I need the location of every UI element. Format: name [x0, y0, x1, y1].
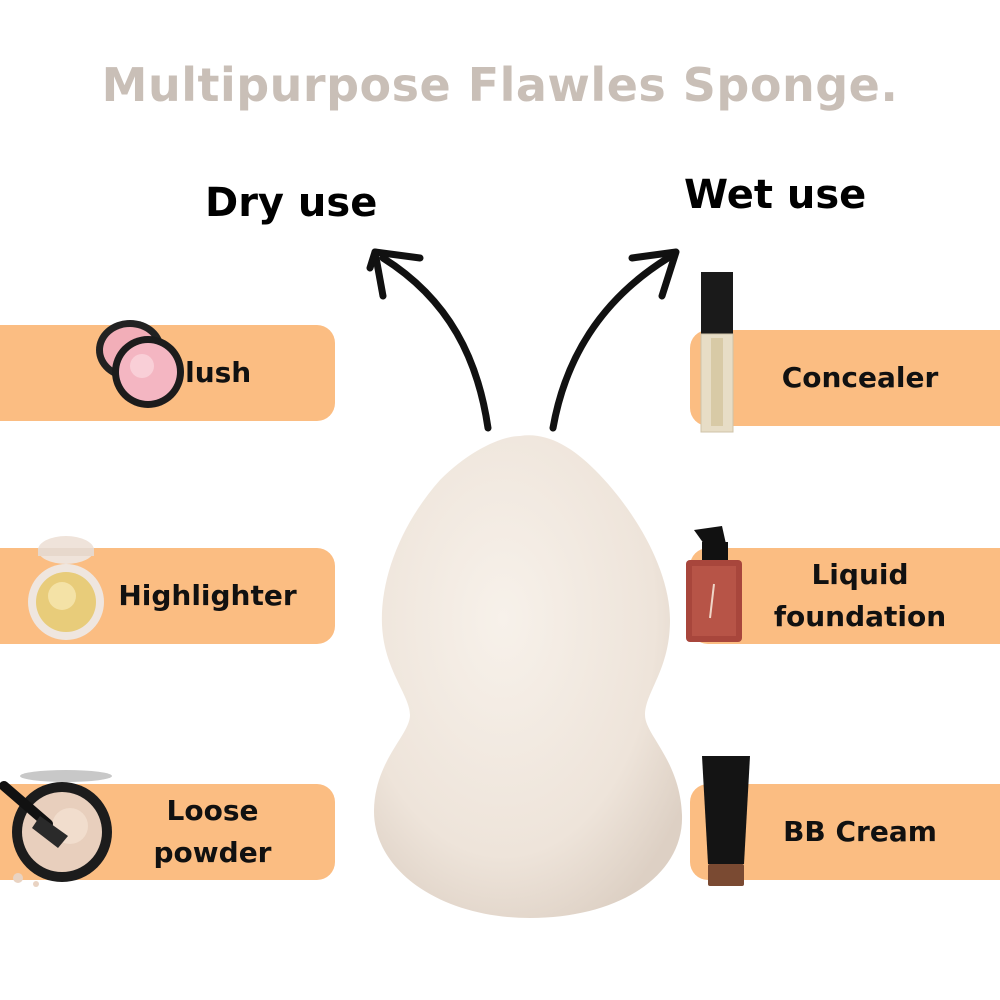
liquid-foundation-label-line2: foundation [773, 600, 947, 633]
loose-powder-icon [0, 770, 112, 887]
wet-use-heading: Wet use [684, 172, 867, 218]
concealer-label: Concealer [781, 361, 939, 394]
liquid-foundation-label-line1: Liquid [811, 558, 909, 591]
wet-arrow-head [628, 248, 680, 300]
dry-arrow-icon [379, 254, 492, 432]
highlighter-label: Highlighter [118, 579, 297, 612]
loose-powder-label-line1: Loose [166, 794, 259, 827]
blush-compact-icon [96, 320, 184, 408]
sponge-image [373, 435, 683, 918]
foundation-bottle-icon [686, 526, 742, 642]
concealer-band: Concealer [690, 330, 1000, 426]
dry-use-heading: Dry use [205, 180, 378, 226]
wet-arrow-icon [549, 254, 672, 432]
highlighter-compact-icon [28, 536, 104, 640]
page-title: Multipurpose Flawles Sponge. [101, 58, 899, 112]
bb-cream-tube-icon [702, 756, 750, 886]
loose-powder-label-line2: powder [153, 836, 272, 869]
bb-cream-label: BB Cream [783, 815, 937, 848]
concealer-tube-icon [700, 272, 734, 433]
